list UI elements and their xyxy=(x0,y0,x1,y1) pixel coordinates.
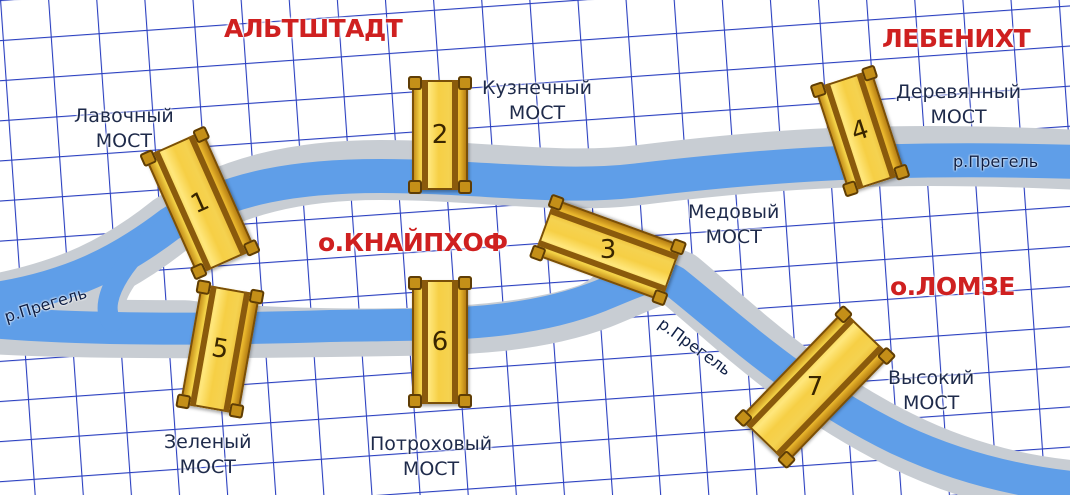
bridge-1-label: Лавочный МОСТ xyxy=(74,104,174,154)
bridge-4-word: МОСТ xyxy=(930,106,987,128)
bridge-3-number: 3 xyxy=(599,235,617,265)
bridge-2-post xyxy=(408,180,422,194)
island-kneiphof: о.КНАЙПХОФ xyxy=(318,228,508,257)
bridge-6-number: 6 xyxy=(431,327,449,357)
bridge-1-word: МОСТ xyxy=(95,130,152,152)
kneiphof-island xyxy=(140,207,604,309)
bridge-5-post xyxy=(195,279,212,296)
bridge-2-deck xyxy=(412,80,468,190)
bridge-5-post xyxy=(248,288,265,305)
bridge-7-number: 7 xyxy=(806,372,824,402)
bridge-7-word: МОСТ xyxy=(903,392,960,414)
district-altstadt: АЛЬТШТАДТ xyxy=(224,14,403,43)
bridge-4-name: Деревянный xyxy=(896,81,1022,103)
bridge-7-name: Высокий xyxy=(888,367,975,389)
bridge-3-name: Медовый xyxy=(688,201,780,223)
island-lomse: о.ЛОМЗЕ xyxy=(890,272,1015,301)
bridge-6: 6 xyxy=(408,276,472,408)
bridge-4-label: Деревянный МОСТ xyxy=(896,80,1021,130)
bridge-6-post xyxy=(408,276,422,290)
bridge-5-word: МОСТ xyxy=(179,456,236,478)
bridge-3-word: МОСТ xyxy=(705,226,762,248)
bridge-6-rail-right xyxy=(452,280,458,404)
bridge-1-name: Лавочный xyxy=(74,105,174,127)
bridge-3-label: Медовый МОСТ xyxy=(688,200,779,250)
bridge-2-word: МОСТ xyxy=(508,102,566,124)
bridge-2-number: 2 xyxy=(431,120,449,150)
bridge-5-post xyxy=(228,402,245,419)
bridge-2-rail-left xyxy=(422,80,428,190)
bridge-2-post xyxy=(408,76,422,90)
bridge-6-post xyxy=(408,394,422,408)
bridge-6-post xyxy=(458,394,472,408)
river-label-east: р.Прегель xyxy=(953,152,1039,171)
bridge-7-label: Высокий МОСТ xyxy=(888,366,974,416)
bridge-6-name: Потроховый xyxy=(370,433,493,455)
bridge-2-post xyxy=(458,180,472,194)
bridge-2: 2 xyxy=(408,76,472,194)
bridge-2-rail-right xyxy=(452,80,458,190)
bridge-2-label: Кузнечный МОСТ xyxy=(482,76,592,126)
bridge-5-label: Зеленый МОСТ xyxy=(164,430,251,480)
bridge-6-deck xyxy=(412,280,468,404)
bridge-6-word: МОСТ xyxy=(402,458,460,480)
bridge-6-post xyxy=(458,276,472,290)
bridge-5-name: Зеленый xyxy=(164,431,252,453)
district-lebenicht: ЛЕБЕНИХТ xyxy=(882,24,1031,53)
bridge-6-rail-left xyxy=(422,280,428,404)
bridge-5-post xyxy=(175,393,192,410)
bridge-2-name: Кузнечный xyxy=(482,77,592,99)
bridge-6-label: Потроховый МОСТ xyxy=(370,432,492,482)
bridge-2-post xyxy=(458,76,472,90)
